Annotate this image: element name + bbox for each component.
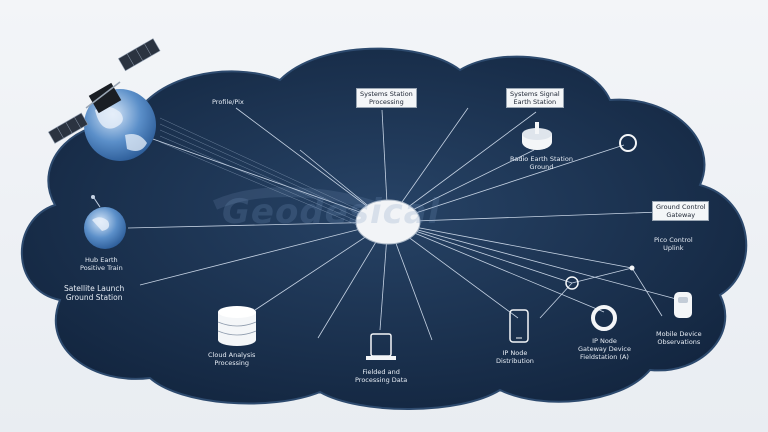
label-line: Observations — [657, 338, 701, 346]
link-dot-chain-2 — [539, 282, 573, 319]
watermark: Geodesical — [222, 192, 441, 232]
device-icon — [674, 292, 692, 318]
label-top-right-box: Systems Signal Earth Station — [506, 88, 564, 108]
ring-top-icon — [619, 134, 637, 152]
link-small-ring — [387, 221, 573, 284]
laptop-icon — [366, 333, 396, 360]
label-line: Processing — [369, 98, 404, 106]
link-dot-chain-3 — [631, 267, 663, 317]
label-line: Processing — [214, 359, 250, 367]
left-earth-icon — [84, 195, 126, 249]
label-right-box: Ground Control Gateway — [652, 201, 710, 221]
link-ring-top — [387, 144, 625, 223]
label-line: Earth Station — [513, 98, 557, 106]
label-line: Fieldstation (A) — [580, 353, 629, 361]
label-line: Pico Control — [654, 236, 693, 244]
link-right-dot — [387, 221, 633, 269]
label-line: IP Node — [502, 349, 528, 357]
link-device — [387, 221, 681, 301]
center-hub — [355, 199, 421, 245]
database-icon — [217, 306, 257, 346]
label-line: Systems Signal — [510, 90, 560, 98]
label-phone: IP Node Distribution — [496, 349, 534, 365]
label-laptop: Fielded and Processing Data — [355, 368, 407, 384]
label-line: Hub Earth — [85, 256, 118, 264]
label-line: Gateway — [666, 211, 696, 219]
label-line: Positive Train — [80, 264, 123, 272]
label-top-left-box: Systems Station Processing — [356, 88, 417, 108]
label-right-node: Pico Control Uplink — [654, 236, 693, 252]
label-line: Cloud Analysis — [208, 351, 256, 359]
link-ring — [387, 221, 605, 313]
label-device: Mobile Device Observations — [656, 330, 702, 346]
link-left-station — [139, 221, 389, 286]
label-line: Ground Station — [65, 293, 123, 302]
satellite-beam — [159, 117, 371, 228]
label-database: Cloud Analysis Processing — [208, 351, 255, 367]
link-right-box — [387, 211, 661, 223]
label-line: Systems Station — [360, 90, 413, 98]
label-line: Processing Data — [355, 376, 408, 384]
label-line: Distribution — [496, 357, 534, 365]
phone-icon — [509, 309, 529, 343]
label-line: Gateway Device — [578, 345, 632, 353]
label-left-earth: Hub Earth Positive Train — [80, 256, 123, 272]
label-line: Ground — [529, 163, 554, 171]
label-antenna-node: Radio Earth Station Ground — [510, 155, 573, 171]
link-top-right-box — [387, 111, 537, 223]
label-ring: IP Node Gateway Device Fieldstation (A) — [578, 337, 631, 361]
label-line: Uplink — [663, 244, 684, 252]
label-left-station: Satellite Launch Ground Station — [64, 284, 124, 302]
ring-icon — [591, 305, 617, 331]
label-line: Fielded and — [362, 368, 400, 376]
link-dot-chain-1 — [571, 267, 633, 284]
satellite-icon — [48, 38, 161, 144]
label-satellite-top: Profile/Pix — [212, 98, 244, 106]
label-line: Satellite Launch — [64, 284, 125, 293]
node-dot — [629, 265, 635, 271]
link-left-earth — [127, 221, 389, 229]
antenna-icon — [522, 122, 552, 150]
label-line: Radio Earth Station — [510, 155, 573, 163]
small-ring-icon — [565, 276, 579, 290]
link-satellite-label — [235, 107, 389, 223]
label-line: IP Node — [592, 337, 617, 345]
label-line: Mobile Device — [656, 330, 702, 338]
link-satellite — [149, 137, 389, 223]
label-line: Ground Control — [656, 203, 706, 211]
